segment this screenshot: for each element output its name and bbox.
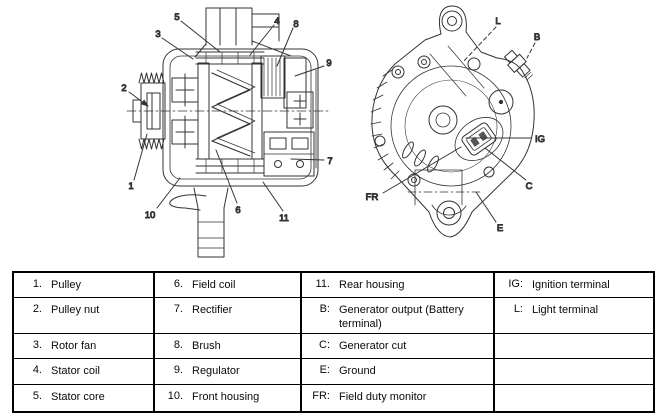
legend-cell [493, 358, 655, 386]
legend-cell: 4.Stator coil [12, 358, 155, 386]
legend-cell: 3.Rotor fan [12, 333, 155, 360]
legend-cell: 9.Regulator [153, 358, 302, 386]
table-row: 3.Rotor fan 8.Brush C:Generator cut [12, 333, 655, 360]
alternator-diagram: 1 2 3 4 5 6 7 8 9 10 11 [121, 5, 546, 258]
callout-8: 8 [293, 19, 298, 30]
cooling-fins [370, 69, 400, 180]
callout-E: E [497, 223, 503, 234]
callout-6: 6 [235, 205, 240, 216]
bottom-mounting-boss [169, 187, 229, 258]
callout-IG: IG [535, 134, 545, 145]
legend-cell: 11.Rear housing [300, 271, 495, 298]
rotor-and-field-coil [197, 62, 263, 160]
legend-cell: 1.Pulley [12, 271, 155, 298]
legend-cell: FR:Field duty monitor [300, 384, 495, 413]
rear-housing-silhouette [371, 5, 535, 238]
b-terminal-stud [504, 49, 534, 81]
callout-2: 2 [121, 83, 126, 94]
callout-5: 5 [174, 12, 179, 23]
callout-11: 11 [279, 213, 289, 224]
stator [195, 51, 265, 174]
callout-FR: FR [366, 192, 379, 203]
ig-connector [454, 117, 504, 161]
legend-cell [493, 384, 655, 413]
callout-1: 1 [128, 181, 133, 192]
regulator-block [283, 57, 314, 129]
legend-cell: 8.Brush [153, 333, 302, 360]
legend-cell: 5.Stator core [12, 384, 155, 413]
legend-cell: C:Generator cut [300, 333, 495, 360]
callout-9: 9 [326, 58, 331, 69]
callout-7: 7 [327, 156, 332, 167]
brush-assembly [260, 55, 286, 99]
top-mounting-ear [441, 10, 463, 32]
callout-3: 3 [155, 29, 160, 40]
housing-outline [162, 48, 319, 187]
callout-C: C [526, 181, 533, 192]
legend-cell: 7.Rectifier [153, 296, 302, 335]
callout-4: 4 [274, 16, 279, 27]
table-row: 5.Stator core 10.Front housing FR:Field … [12, 384, 655, 413]
legend-cell: L:Light terminal [493, 296, 655, 335]
legend-cell: E:Ground [300, 358, 495, 386]
rear-view: L B IG C E FR [365, 5, 546, 238]
legend-cell: B:Generator output (Battery terminal) [300, 296, 495, 335]
table-row: 4.Stator coil 9.Regulator E:Ground [12, 358, 655, 386]
callouts-right: L B IG C E FR [365, 16, 545, 235]
table-row: 2.Pulley nut 7.Rectifier B:Generator out… [12, 296, 655, 335]
cross-section-view: 1 2 3 4 5 6 7 8 9 10 11 [121, 7, 333, 258]
callout-10: 10 [145, 210, 156, 221]
legend-cell [493, 333, 655, 360]
rectifier-block [263, 131, 315, 177]
rear-body-details [374, 45, 514, 206]
table-row: 1.Pulley 6.Field coil 11.Rear housing IG… [12, 271, 655, 298]
callout-L: L [495, 16, 500, 27]
legend-cell: IG:Ignition terminal [493, 271, 655, 298]
callout-B: B [534, 32, 540, 43]
legend-table: 1.Pulley 6.Field coil 11.Rear housing IG… [12, 271, 655, 413]
bottom-mounting-ear [431, 200, 467, 226]
legend-cell: 6.Field coil [153, 271, 302, 298]
legend-cell: 2.Pulley nut [12, 296, 155, 335]
callouts-left: 1 2 3 4 5 6 7 8 9 10 11 [121, 12, 333, 225]
legend-cell: 10.Front housing [153, 384, 302, 413]
